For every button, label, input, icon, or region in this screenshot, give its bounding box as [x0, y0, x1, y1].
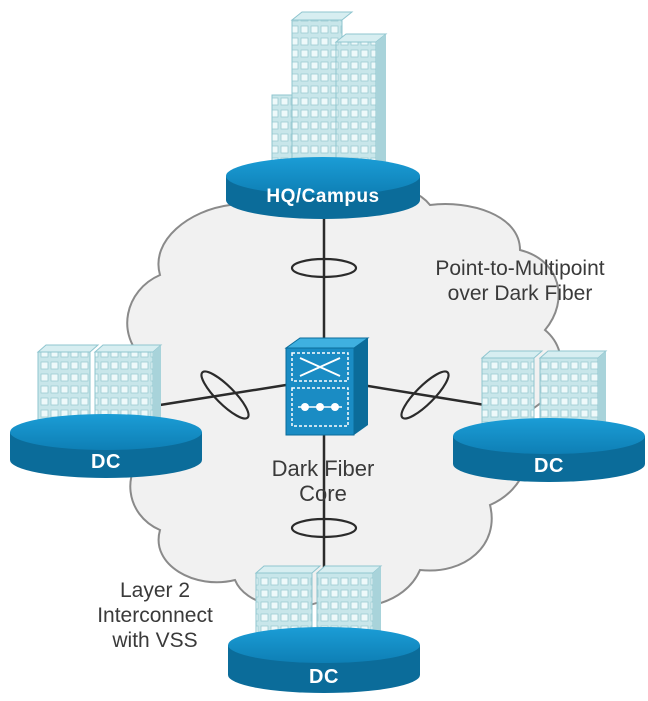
vss-link-icon	[400, 370, 450, 420]
l2-line-3: with VSS	[112, 629, 198, 652]
dc-right-label: DC	[534, 455, 564, 477]
dc-left-label: DC	[91, 451, 121, 473]
link-core-left	[159, 383, 287, 407]
dc-bottom-label: DC	[309, 666, 339, 688]
vss-link-icon	[200, 370, 250, 420]
core-annotation: Dark Fiber Core	[248, 456, 398, 506]
vss-link-icons	[200, 257, 450, 539]
vss-link-icon	[290, 517, 358, 539]
l2-annotation: Layer 2 Interconnect with VSS	[70, 578, 240, 653]
switch-icon	[284, 337, 370, 436]
building-cluster-icon	[271, 11, 388, 176]
link-core-right	[361, 383, 486, 407]
p2mp-line-2: over Dark Fiber	[447, 282, 593, 305]
dc-left-platform	[10, 414, 202, 478]
dc-right-platform	[453, 418, 645, 482]
hq-platform	[226, 157, 420, 219]
dc-bottom-platform	[228, 627, 420, 693]
p2mp-line-1: Point-to-Multipoint	[435, 257, 605, 280]
l2-line-1: Layer 2	[119, 579, 191, 602]
vss-link-icon	[290, 257, 358, 279]
core-line-1: Dark Fiber	[271, 456, 375, 481]
p2mp-annotation: Point-to-Multipoint over Dark Fiber	[400, 256, 640, 306]
hq-campus-label: HQ/Campus	[266, 186, 380, 207]
core-line-2: Core	[299, 481, 347, 506]
l2-line-2: Interconnect	[97, 604, 213, 627]
